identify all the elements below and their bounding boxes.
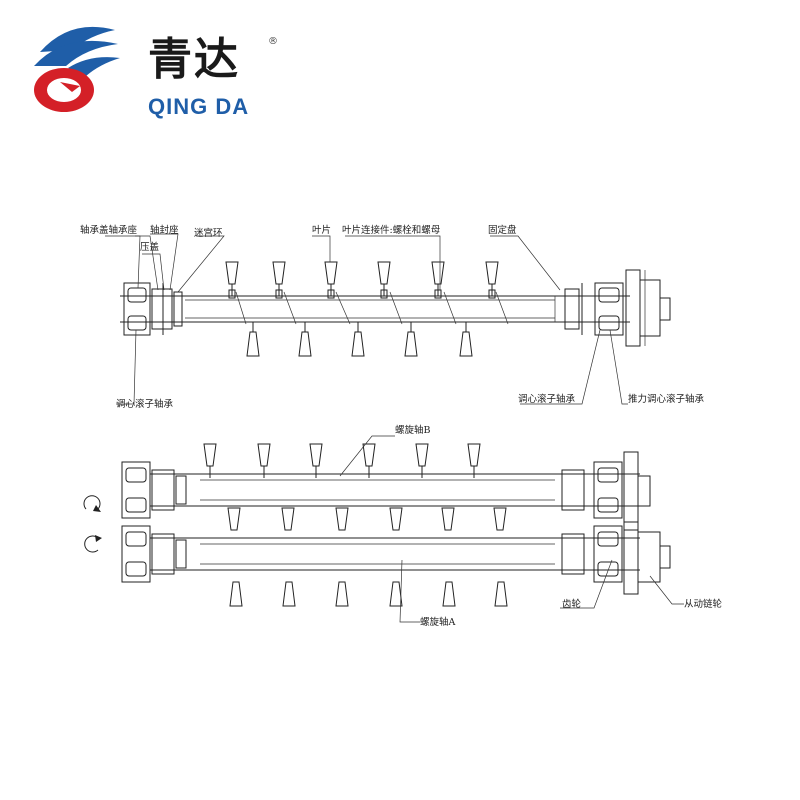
label-thrust-bearing: 推力调心滚子轴承 bbox=[628, 393, 705, 405]
label-fixed-disc: 固定盘 bbox=[488, 224, 517, 236]
shaft-blades bbox=[203, 443, 508, 607]
label-shaft-seal-seat: 轴封座 bbox=[150, 224, 179, 236]
label-self-aligning-bearing-right: 调心滚子轴承 bbox=[518, 393, 576, 405]
label-blade-connector: 叶片连接件:螺栓和螺母 bbox=[342, 224, 440, 236]
top-view: 轴承盖轴承座 轴封座 迷宫环 压盖 叶片 叶片连接件:螺栓和螺母 固定盘 调心滚… bbox=[80, 224, 705, 410]
label-blade: 叶片 bbox=[312, 224, 331, 236]
logo-emblem-icon bbox=[34, 26, 120, 112]
rotate-cw-icon bbox=[83, 495, 101, 512]
screw-shaft-b bbox=[121, 451, 651, 531]
brand-name-en: QING DA bbox=[148, 94, 250, 119]
company-logo: 青达 ® QING DA bbox=[20, 10, 278, 120]
shaft-seal-seat bbox=[151, 288, 173, 330]
label-screw-shaft-b: 螺旋轴B bbox=[395, 424, 431, 436]
registered-mark: ® bbox=[268, 36, 278, 47]
label-gear: 齿轮 bbox=[562, 598, 582, 610]
top-leaders bbox=[105, 233, 628, 405]
left-bearing-housing bbox=[123, 282, 151, 336]
label-self-aligning-bearing-left: 调心滚子轴承 bbox=[116, 398, 174, 410]
brand-name-cn: 青达 bbox=[148, 34, 240, 85]
upper-blades bbox=[225, 261, 499, 299]
rotate-ccw-icon bbox=[84, 535, 102, 553]
label-press-cover: 压盖 bbox=[140, 241, 160, 253]
screw-shaft-a bbox=[121, 521, 671, 595]
blade-connectors bbox=[235, 291, 509, 325]
right-coupling-flange bbox=[625, 269, 641, 347]
fixed-disc bbox=[564, 288, 580, 330]
right-bearing-housing bbox=[594, 282, 624, 336]
label-screw-shaft-a: 螺旋轴A bbox=[420, 616, 456, 628]
label-labyrinth-ring: 迷宫环 bbox=[194, 227, 223, 239]
label-bearing-cover-seat: 轴承盖轴承座 bbox=[80, 224, 138, 236]
labyrinth-ring bbox=[173, 291, 183, 327]
driven-sprocket bbox=[637, 531, 661, 583]
bottom-view: 螺旋轴B 螺旋轴A 齿轮 从动链轮 bbox=[83, 424, 723, 628]
lower-blades bbox=[246, 322, 473, 357]
gear bbox=[623, 521, 639, 595]
label-driven-sprocket: 从动链轮 bbox=[684, 598, 723, 610]
